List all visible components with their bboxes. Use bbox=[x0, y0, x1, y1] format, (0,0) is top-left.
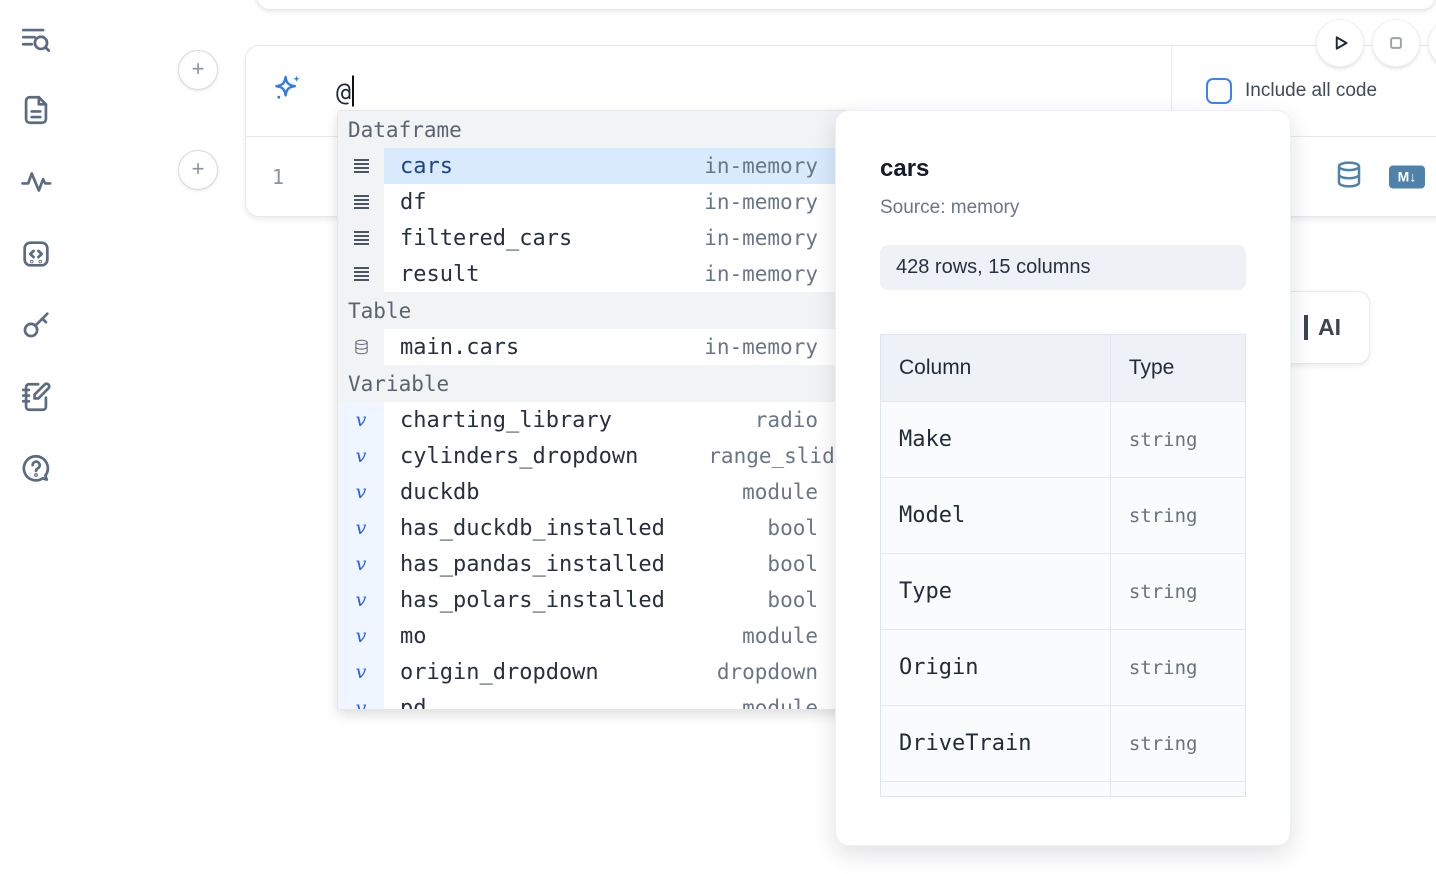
preview-source: Source: memory bbox=[880, 197, 1020, 218]
table-row-partial bbox=[881, 781, 1245, 796]
table-row: Make string bbox=[881, 401, 1245, 478]
previous-cell-edge bbox=[256, 0, 1436, 10]
variable-icon: v bbox=[355, 588, 367, 611]
convert-to-markdown-icon[interactable]: M↓ bbox=[1389, 165, 1425, 188]
variable-icon: v bbox=[355, 660, 367, 683]
variable-icon: v bbox=[355, 696, 367, 710]
dataframe-preview-panel: cars Source: memory 428 rows, 15 columns… bbox=[835, 110, 1291, 846]
table-row: Type string bbox=[881, 553, 1245, 630]
notebook-edit-icon[interactable] bbox=[18, 379, 54, 415]
schema-table-wrap: Column Type Make string Model string Typ… bbox=[880, 334, 1246, 797]
dataframe-icon bbox=[353, 159, 369, 173]
stop-button[interactable] bbox=[1373, 20, 1419, 66]
run-cell-button[interactable] bbox=[1317, 20, 1363, 66]
key-icon[interactable] bbox=[18, 307, 54, 343]
dataframe-icon bbox=[353, 267, 369, 281]
ai-button-label: AI bbox=[1318, 314, 1341, 340]
prompt-divider bbox=[1171, 46, 1172, 136]
convert-to-sql-icon[interactable] bbox=[1334, 158, 1364, 195]
line-number: 1 bbox=[272, 164, 285, 189]
type-header: Type bbox=[1109, 335, 1245, 402]
table-row: Model string bbox=[881, 477, 1245, 554]
helper-sidebar bbox=[0, 0, 72, 874]
shape-badge: 428 rows, 15 columns bbox=[880, 245, 1246, 290]
text-cursor bbox=[352, 75, 355, 107]
extra-run-control-button[interactable] bbox=[1429, 20, 1436, 66]
ai-prompt-row[interactable]: @ Include all code bbox=[246, 46, 1436, 136]
variable-icon: v bbox=[355, 408, 367, 431]
variable-icon: v bbox=[355, 444, 367, 467]
variable-icon: v bbox=[355, 480, 367, 503]
include-all-code-checkbox[interactable] bbox=[1206, 78, 1232, 104]
add-cell-button-bottom[interactable]: + bbox=[178, 150, 218, 190]
table-database-icon bbox=[354, 339, 368, 355]
column-header: Column bbox=[881, 335, 1111, 402]
variable-icon: v bbox=[355, 624, 367, 647]
ai-sparkle-icon bbox=[275, 75, 300, 99]
dataframe-icon bbox=[353, 195, 369, 209]
preview-title: cars bbox=[880, 155, 930, 182]
code-block-icon[interactable] bbox=[18, 236, 54, 272]
add-cell-button-top[interactable]: + bbox=[178, 50, 218, 90]
activity-icon[interactable] bbox=[18, 164, 54, 200]
group-header-variable: Variable bbox=[338, 365, 860, 402]
help-chat-icon[interactable] bbox=[18, 451, 54, 487]
dataframe-icon bbox=[353, 231, 369, 245]
ai-prompt-input[interactable]: @ bbox=[336, 75, 355, 107]
include-all-code-label: Include all code bbox=[1245, 80, 1378, 101]
include-all-code-toggle[interactable]: Include all code bbox=[1206, 46, 1377, 136]
table-row: DriveTrain string bbox=[881, 705, 1245, 782]
table-row: Origin string bbox=[881, 629, 1245, 706]
schema-table: Column Type Make string Model string Typ… bbox=[881, 335, 1245, 796]
variable-icon: v bbox=[355, 552, 367, 575]
document-icon[interactable] bbox=[18, 92, 54, 128]
clipped-letter-fragment bbox=[1304, 315, 1308, 340]
group-header-dataframe: Dataframe bbox=[338, 111, 860, 148]
list-search-icon[interactable] bbox=[18, 22, 54, 58]
group-header-table: Table bbox=[338, 292, 860, 329]
variable-icon: v bbox=[355, 516, 367, 539]
